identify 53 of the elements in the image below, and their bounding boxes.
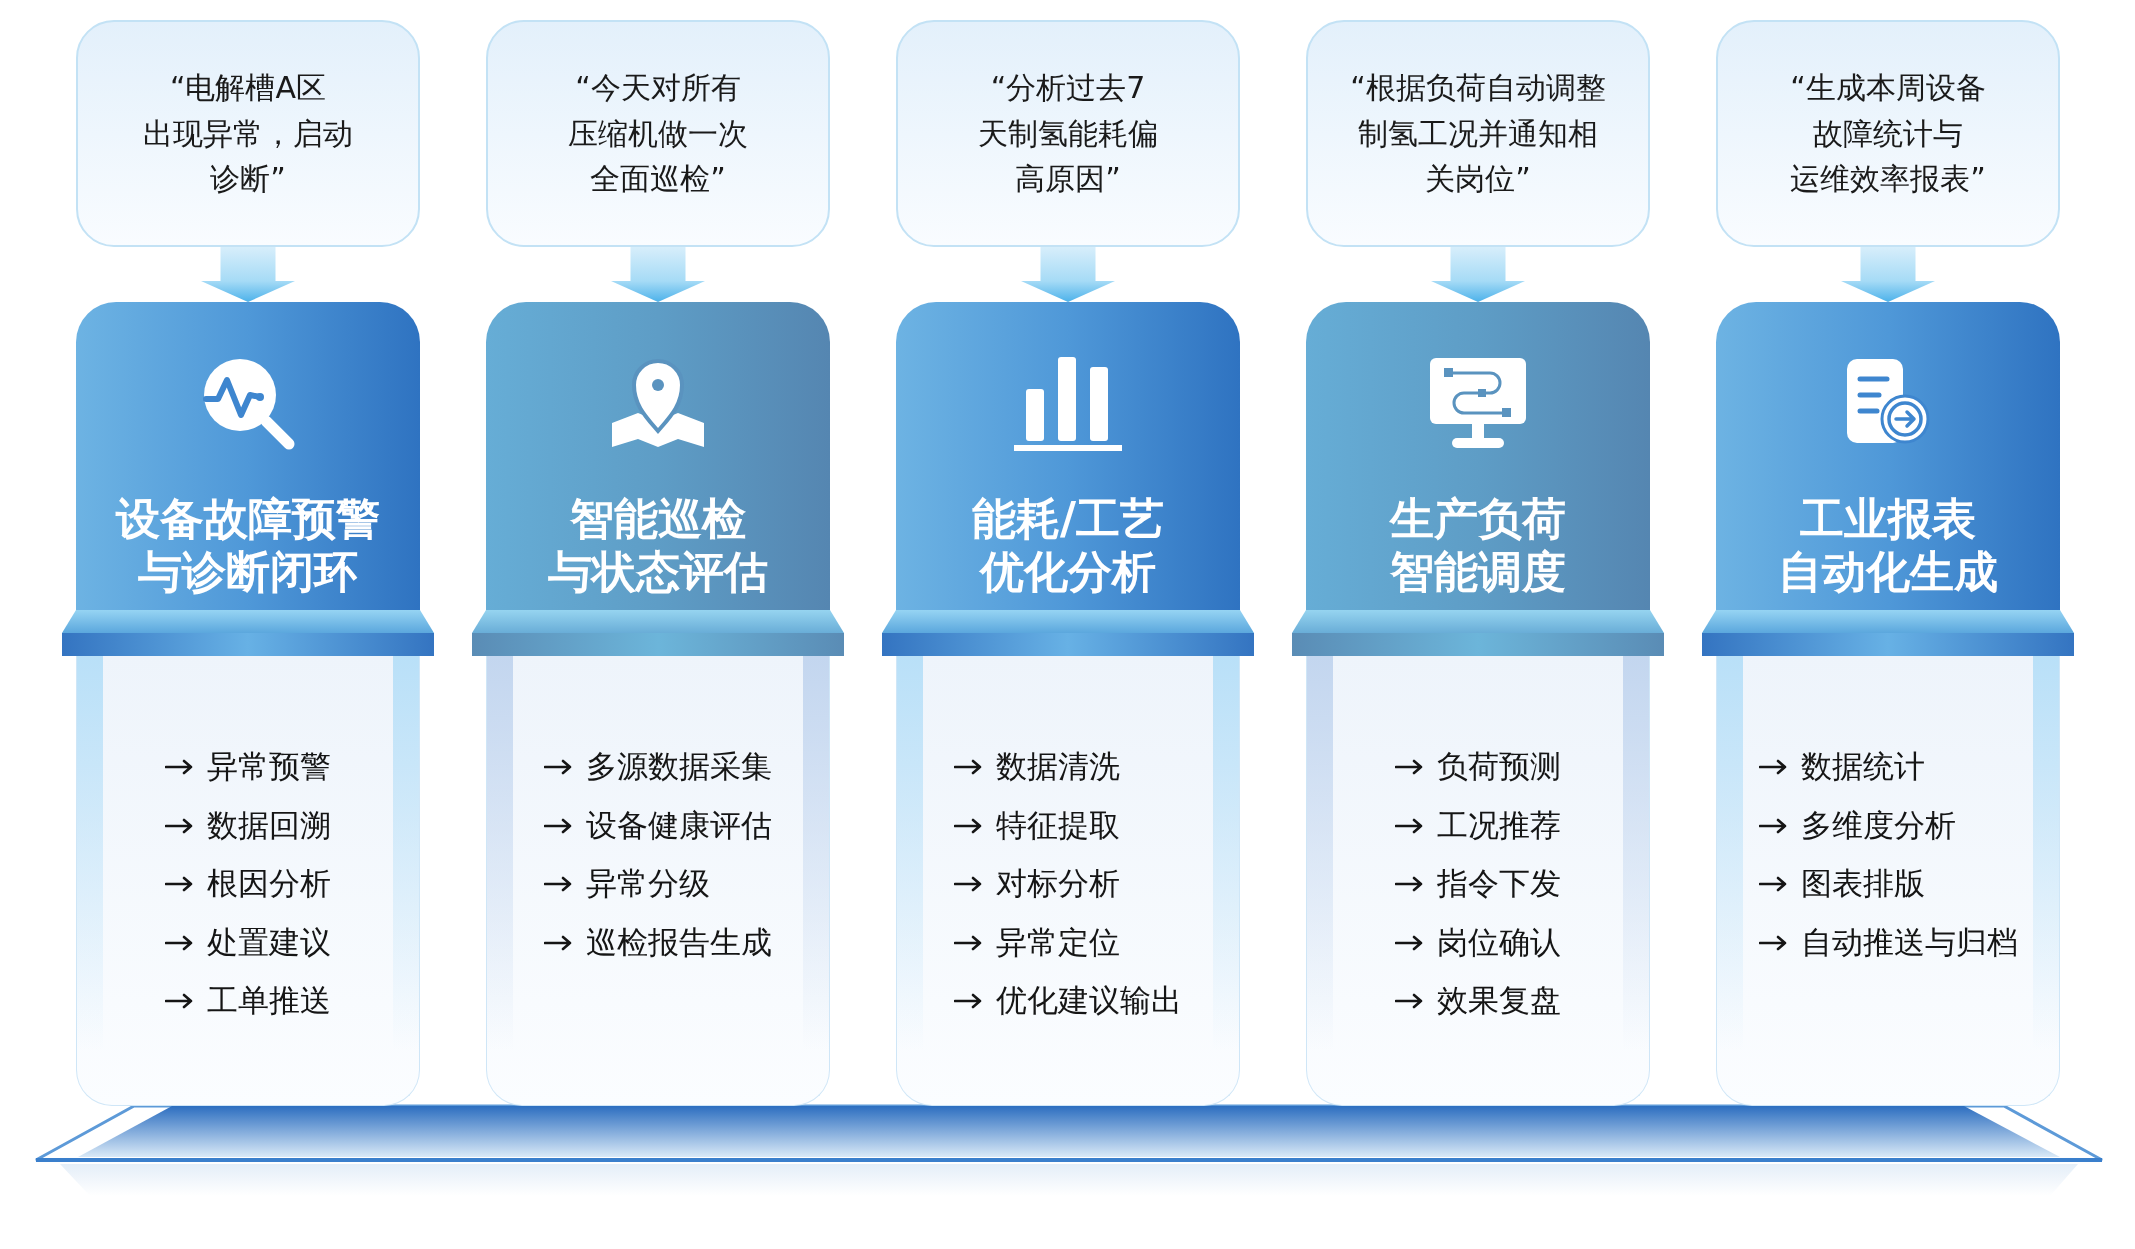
quote-text: “根据负荷自动调整制氢工况并通知相关岗位” <box>1350 69 1606 199</box>
list-item: 设备健康评估 <box>586 805 772 845</box>
list-item: 对标分析 <box>996 864 1120 904</box>
arrow <box>201 247 295 302</box>
list-item: 工单推送 <box>207 981 331 1021</box>
list-item: 多源数据采集 <box>586 747 772 787</box>
feature-header <box>486 302 830 610</box>
list-panel <box>76 656 420 1106</box>
speech-bubble <box>76 20 420 247</box>
quote-text: “生成本周设备故障统计与运维效率报表” <box>1790 69 1986 199</box>
list-item: 异常预警 <box>207 747 331 787</box>
list-item: 数据统计 <box>1800 747 1925 787</box>
header-title: 生产负荷智能调度 <box>1390 492 1566 598</box>
arrow <box>1021 247 1115 302</box>
feature-header <box>1306 302 1650 610</box>
feature-header <box>76 302 420 610</box>
arrow <box>611 247 705 302</box>
list-item: 优化建议输出 <box>996 981 1182 1021</box>
arrow <box>1841 247 1935 302</box>
list-item: 多维度分析 <box>1800 805 1956 845</box>
list-item: 数据清洗 <box>996 747 1120 787</box>
header-title: 智能巡检与状态评估 <box>548 492 768 598</box>
quote-text: “电解槽A区出现异常，启动诊断” <box>143 69 353 199</box>
list-item: 工况推荐 <box>1437 805 1561 845</box>
speech-bubble <box>1716 20 2060 247</box>
header-title: 设备故障预警与诊断闭环 <box>116 492 380 598</box>
list-item: 特征提取 <box>996 805 1120 845</box>
list-item: 异常定位 <box>996 922 1120 962</box>
header-title: 工业报表自动化生成 <box>1778 492 1998 598</box>
header-title: 能耗/工艺优化分析 <box>971 492 1165 598</box>
list-panel <box>1716 656 2060 1106</box>
list-panel <box>486 656 830 1106</box>
quote-text: “今天对所有压缩机做一次全面巡检” <box>568 69 748 199</box>
list-item: 数据回溯 <box>207 805 331 845</box>
list-item: 岗位确认 <box>1437 922 1561 962</box>
list-item: 处置建议 <box>207 922 331 962</box>
speech-bubble <box>486 20 830 247</box>
list-item: 异常分级 <box>586 864 710 904</box>
feature-header <box>896 302 1240 610</box>
speech-bubble <box>1306 20 1650 247</box>
list-item: 效果复盘 <box>1437 981 1561 1021</box>
list-item: 图表排版 <box>1800 864 1925 904</box>
list-item: 负荷预测 <box>1437 747 1561 787</box>
list-panel <box>896 656 1240 1106</box>
feature-header <box>1716 302 2060 610</box>
arrow <box>1431 247 1525 302</box>
list-panel <box>1306 656 1650 1106</box>
quote-text: “分析过去7天制氢能耗偏高原因” <box>978 69 1158 199</box>
list-item: 指令下发 <box>1437 864 1561 904</box>
speech-bubble <box>896 20 1240 247</box>
list-item: 根因分析 <box>207 864 331 904</box>
list-item: 巡检报告生成 <box>586 922 772 962</box>
list-item: 自动推送与归档 <box>1800 922 2018 962</box>
